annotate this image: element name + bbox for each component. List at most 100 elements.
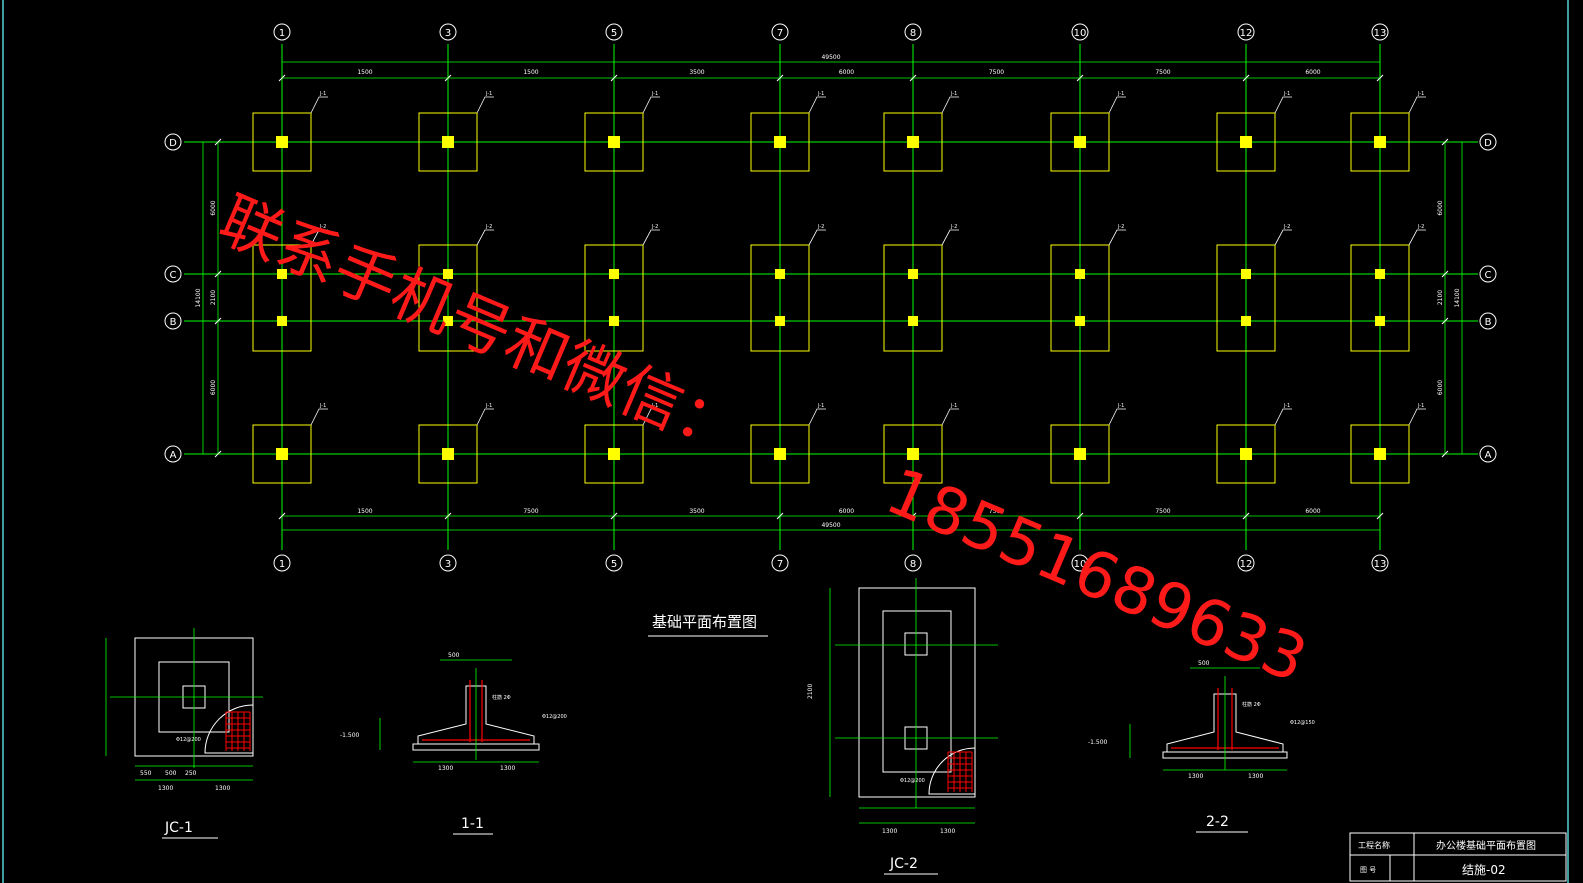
column-square	[774, 136, 786, 148]
jc2-dim-1300a: 1300	[882, 828, 897, 835]
dim-text: 6000	[210, 200, 217, 215]
footing-tag-j2: J-2	[651, 224, 658, 230]
axis-grid	[184, 44, 1478, 550]
s22-elev: -1.500	[1088, 739, 1108, 746]
column-square	[442, 136, 454, 148]
footing-j2	[252, 244, 312, 352]
axis-bubble-row-C	[1479, 265, 1497, 283]
axis-label-col-7: 7	[777, 559, 783, 570]
footing-j1	[750, 424, 810, 484]
axis-bubble-col-1	[273, 554, 291, 572]
footing-tag-j1: J-1	[485, 403, 492, 409]
axis-label-col-1: 1	[279, 28, 285, 39]
axis-bubble-col-3	[439, 554, 457, 572]
footing-j1	[883, 424, 943, 484]
dim-tick	[1376, 74, 1384, 82]
footing-j2	[1050, 244, 1110, 352]
axis-bubble-col-13	[1371, 23, 1389, 41]
column-square	[775, 269, 785, 279]
footing-j1	[1216, 424, 1276, 484]
footing-tag-j2: J-2	[950, 224, 957, 230]
footing-tag-j1: J-1	[485, 91, 492, 97]
column-square	[1075, 269, 1085, 279]
footing-tag-j1: J-1	[651, 403, 658, 409]
leader-j2	[476, 229, 494, 246]
footing-j2	[1216, 244, 1276, 352]
leader-j1	[1108, 408, 1126, 426]
column-square	[907, 136, 919, 148]
footing-j2	[883, 244, 943, 352]
dim-tick	[214, 138, 222, 146]
dim-text: 1500	[357, 69, 372, 76]
title-block-drawing-no-label: 图 号	[1360, 866, 1376, 874]
dim-tick	[610, 512, 618, 520]
footing-j1	[252, 424, 312, 484]
footing-tag-j1: J-1	[319, 403, 326, 409]
s11-label: 1-1	[461, 816, 484, 832]
column-square	[608, 448, 620, 460]
leader-j1	[1408, 96, 1426, 114]
leader-j1	[310, 408, 328, 426]
s22-dim-500: 500	[1198, 660, 1210, 667]
footing-tag-j2: J-2	[319, 224, 326, 230]
footing-tag-j1: J-1	[1117, 91, 1124, 97]
axis-label-col-10: 10	[1074, 559, 1087, 570]
footing-j1	[418, 424, 478, 484]
axis-bubble-col-13	[1371, 554, 1389, 572]
dim-tick	[278, 74, 286, 82]
axis-label-row-C: C	[1485, 270, 1492, 281]
footing-j2	[584, 244, 644, 352]
dim-text: 6000	[1437, 380, 1444, 395]
s11-dim-1300a: 1300	[438, 765, 453, 772]
dim-total: 49500	[821, 522, 840, 529]
dim-text: 1500	[357, 508, 372, 515]
column-square	[1375, 316, 1385, 326]
column-square	[1241, 269, 1251, 279]
leader-j1	[642, 408, 660, 426]
leader-j2	[1408, 229, 1426, 246]
axis-bubble-col-8	[904, 23, 922, 41]
footing-tag-j2: J-2	[1117, 224, 1124, 230]
column-square	[276, 136, 288, 148]
footing-tag-j2: J-2	[485, 224, 492, 230]
dim-text: 6000	[1305, 508, 1320, 515]
section-1-1: -1.500 1300 1300 500 Φ12@200 柱筋 2Φ 1-1	[340, 652, 567, 835]
jc2-dim-2100: 2100	[807, 684, 814, 699]
axis-bubble-col-7	[771, 23, 789, 41]
dim-tick	[909, 74, 917, 82]
column-square	[1240, 136, 1252, 148]
axis-label-col-1: 1	[279, 559, 285, 570]
axis-label-col-13: 13	[1374, 559, 1387, 570]
leader-j1	[1274, 96, 1292, 114]
dim-total: 14100	[195, 288, 202, 307]
column-square	[609, 269, 619, 279]
footing-tag-j1: J-1	[651, 91, 658, 97]
column-square	[277, 316, 287, 326]
axis-label-col-5: 5	[611, 28, 617, 39]
footing-j1	[1216, 112, 1276, 172]
s22-rebar: Φ12@150	[1290, 720, 1315, 726]
dim-text: 2100	[1437, 290, 1444, 305]
dim-tick	[1441, 270, 1449, 278]
footing-tag-j2: J-2	[817, 224, 824, 230]
dim-tick	[776, 74, 784, 82]
axis-bubble-col-12	[1237, 554, 1255, 572]
leader-j2	[941, 229, 959, 246]
footing-tag-j1: J-1	[1117, 403, 1124, 409]
axis-label-row-B: B	[1485, 317, 1492, 328]
footing-j1	[1050, 112, 1110, 172]
column-square	[1375, 269, 1385, 279]
leader-j2	[642, 229, 660, 246]
dim-text: 6000	[1305, 69, 1320, 76]
jc2-label: JC-2	[889, 856, 918, 872]
dim-tick	[214, 317, 222, 325]
axis-bubble-row-B	[164, 312, 182, 330]
footing-tag-j2: J-2	[1417, 224, 1424, 230]
dim-tick	[1076, 74, 1084, 82]
leader-j1	[1408, 408, 1426, 426]
rebar-grid-jc2	[947, 751, 973, 792]
axis-label-col-10: 10	[1074, 28, 1087, 39]
dim-tick	[214, 450, 222, 458]
